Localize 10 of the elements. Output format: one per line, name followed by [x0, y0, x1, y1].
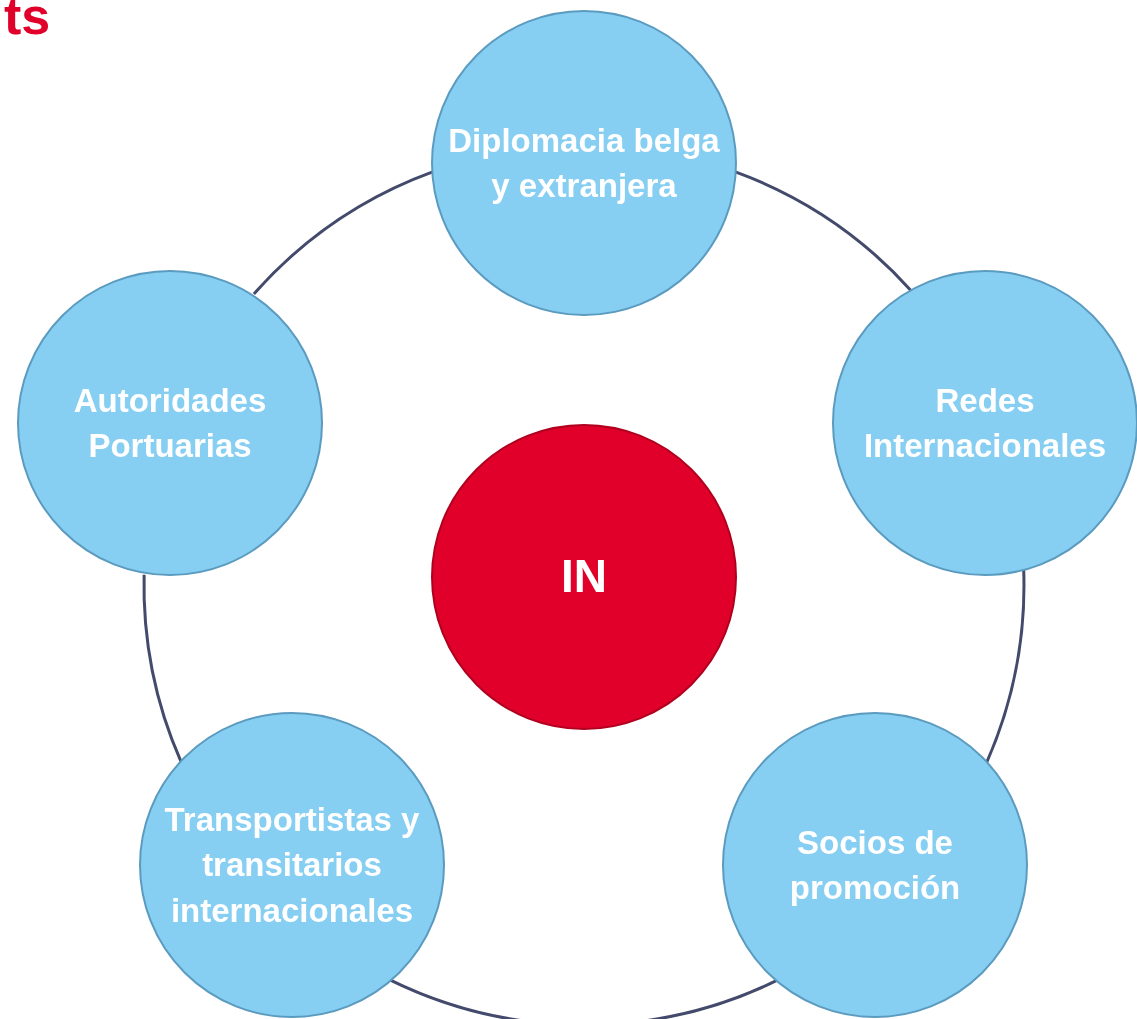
node-label: Redes Internacionales: [862, 380, 1108, 466]
node-label: Autoridades Portuarias: [72, 380, 268, 466]
connector-arc: [985, 569, 1026, 764]
title-fragment: ts: [4, 0, 51, 46]
connector-arc: [142, 574, 183, 763]
node-label: Transportistas y transitarios internacionales: [163, 800, 421, 931]
node-label: Diplomacia belga y extranjera: [447, 120, 721, 206]
node-label: Socios de promoción: [788, 822, 962, 908]
connector-arc: [389, 978, 778, 1019]
node-label: IN: [560, 549, 608, 605]
